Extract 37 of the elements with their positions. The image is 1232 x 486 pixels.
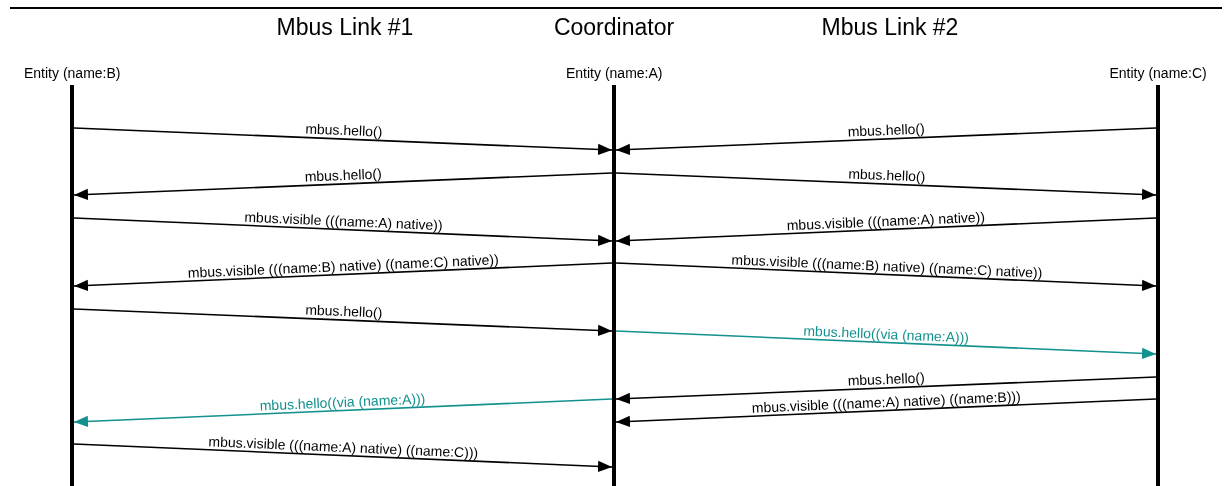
message-arrow bbox=[615, 376, 1157, 405]
message-label: mbus.hello() bbox=[304, 120, 383, 140]
lifeline bbox=[566, 64, 663, 486]
message-arrow bbox=[73, 217, 613, 246]
section-heading: Mbus Link #1 bbox=[276, 14, 414, 41]
entity-label: Entity (name:B) bbox=[24, 64, 121, 82]
message-label: mbus.visible (((name:A) native) ((name:B))) bbox=[750, 387, 1021, 416]
message-arrow bbox=[73, 172, 613, 200]
message-arrow bbox=[73, 443, 613, 472]
message-arrow bbox=[615, 127, 1157, 156]
message-label: mbus.hello() bbox=[303, 165, 382, 185]
message-arrow bbox=[73, 308, 613, 336]
message-label: mbus.hello() bbox=[847, 165, 926, 185]
lifeline bbox=[24, 64, 121, 486]
message-arrow bbox=[615, 262, 1157, 291]
message-label: mbus.hello((via (name:A))) bbox=[259, 390, 426, 414]
message-arrow bbox=[615, 330, 1157, 359]
message-arrow bbox=[73, 127, 613, 155]
lifeline bbox=[1109, 64, 1207, 486]
section-heading: Coordinator bbox=[553, 14, 675, 41]
message-label: mbus.hello() bbox=[846, 120, 925, 140]
section-heading: Mbus Link #2 bbox=[821, 14, 959, 41]
message-label: mbus.visible (((name:A) native)) bbox=[786, 208, 986, 233]
message-label: mbus.hello() bbox=[304, 301, 383, 321]
entity-label: Entity (name:C) bbox=[1109, 64, 1207, 82]
message-arrow bbox=[615, 217, 1157, 246]
message-label: mbus.visible (((name:B) native) ((name:C) native)) bbox=[186, 250, 499, 281]
message-label: mbus.hello() bbox=[846, 369, 925, 389]
message-arrow bbox=[73, 398, 613, 427]
message-arrow bbox=[615, 172, 1157, 201]
message-arrow bbox=[615, 398, 1157, 427]
message-arrow bbox=[73, 262, 613, 291]
entity-label: Entity (name:A) bbox=[566, 64, 663, 82]
message-label: mbus.visible (((name:A) native)) bbox=[244, 208, 443, 233]
message-label: mbus.hello((via (name:A))) bbox=[803, 322, 970, 346]
message-label: mbus.visible (((name:A) native) ((name:C))) bbox=[208, 432, 479, 461]
message-label: mbus.visible (((name:B) native) ((name:C) native)) bbox=[730, 250, 1043, 281]
